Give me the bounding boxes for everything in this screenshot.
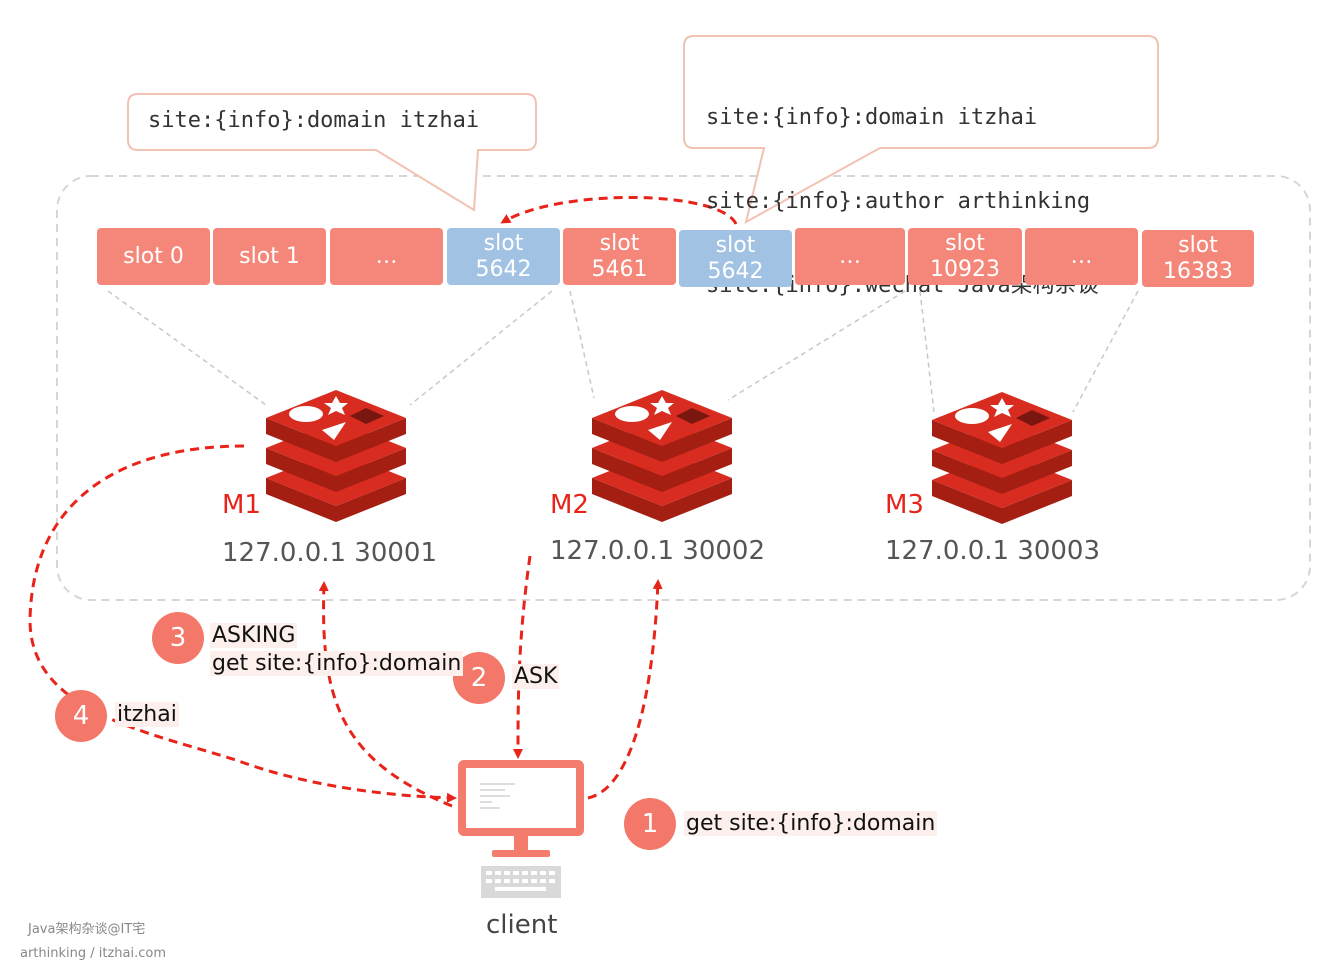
watermark-line: arthinking / itzhai.com (20, 946, 167, 961)
step-4-line: itzhai (115, 702, 179, 727)
slot-box: slot 1 (213, 228, 326, 285)
arrow-slot-migration (500, 196, 738, 225)
cluster-boundary (56, 175, 1311, 601)
slot-label: … (839, 243, 861, 269)
slot-number: 16383 (1163, 258, 1233, 284)
node-name-m2: M2 (550, 490, 589, 520)
slot-box: … (330, 228, 443, 285)
slot-node-connectors (107, 290, 1139, 413)
callout-left-line: site:{info}:domain itzhai (148, 108, 480, 133)
slot-label: slot (945, 230, 985, 256)
callout-left-text: site:{info}:domain itzhai (148, 107, 479, 135)
step-text-1: get site:{info}:domain (684, 810, 938, 838)
slot-box: slot 0 (97, 228, 210, 285)
slot-label: slot (1178, 232, 1218, 258)
step-number-3: 3 (152, 612, 204, 664)
callout-right-line: site:{info}:author arthinking (706, 189, 1091, 214)
client-computer-icon (458, 760, 584, 898)
callout-right-line: site:{info}:domain itzhai (706, 105, 1038, 130)
slot-number: 5642 (475, 256, 532, 282)
watermark-line: Java架构杂谈@IT宅 (28, 922, 146, 937)
step-text-2: ASK (512, 663, 560, 691)
client-label: client (486, 910, 558, 940)
slot-label: slot (599, 230, 640, 256)
slot-label: … (375, 243, 398, 269)
slot-label: slot 0 (123, 243, 184, 269)
slot-label: slot 1 (239, 243, 300, 269)
slot-label: slot (715, 232, 756, 258)
arrow-step2 (513, 555, 532, 759)
arrow-step3-up (318, 581, 453, 808)
step-text-4: itzhai (115, 701, 179, 729)
slot-box: … (795, 228, 905, 285)
redis-logo-m1 (266, 390, 406, 522)
slot-number: 5642 (707, 258, 764, 284)
arrow-step1 (587, 579, 663, 800)
step-number-4: 4 (55, 690, 107, 742)
slot-label: … (1070, 243, 1093, 269)
node-address-m2: 127.0.0.1 30002 (550, 536, 766, 566)
step-3-line: ASKING (210, 623, 298, 648)
watermark: Java架构杂谈@IT宅 arthinking / itzhai.com (20, 918, 166, 966)
callout-right-text: site:{info}:domain itzhai site:{info}:au… (706, 48, 1099, 356)
callout-left (127, 93, 537, 212)
slot-box: … (1025, 228, 1138, 285)
redis-logo-m2 (592, 390, 732, 522)
step-number-1: 1 (624, 798, 676, 850)
slot-label: slot (483, 230, 524, 256)
step-2-line: ASK (512, 664, 560, 689)
node-name-m3: M3 (885, 490, 924, 520)
callout-right (683, 35, 1159, 224)
node-name-m1: M1 (222, 490, 261, 520)
slot-number: 10923 (930, 256, 1000, 282)
redis-logo-m3 (932, 392, 1072, 524)
step-3-line: get site:{info}:domain (210, 651, 464, 676)
node-address-m1: 127.0.0.1 30001 (222, 538, 438, 568)
step-text-3: ASKING get site:{info}:domain (210, 622, 464, 678)
step-1-line: get site:{info}:domain (684, 811, 938, 836)
slot-number: 5461 (591, 256, 648, 282)
node-address-m3: 127.0.0.1 30003 (885, 536, 1101, 566)
